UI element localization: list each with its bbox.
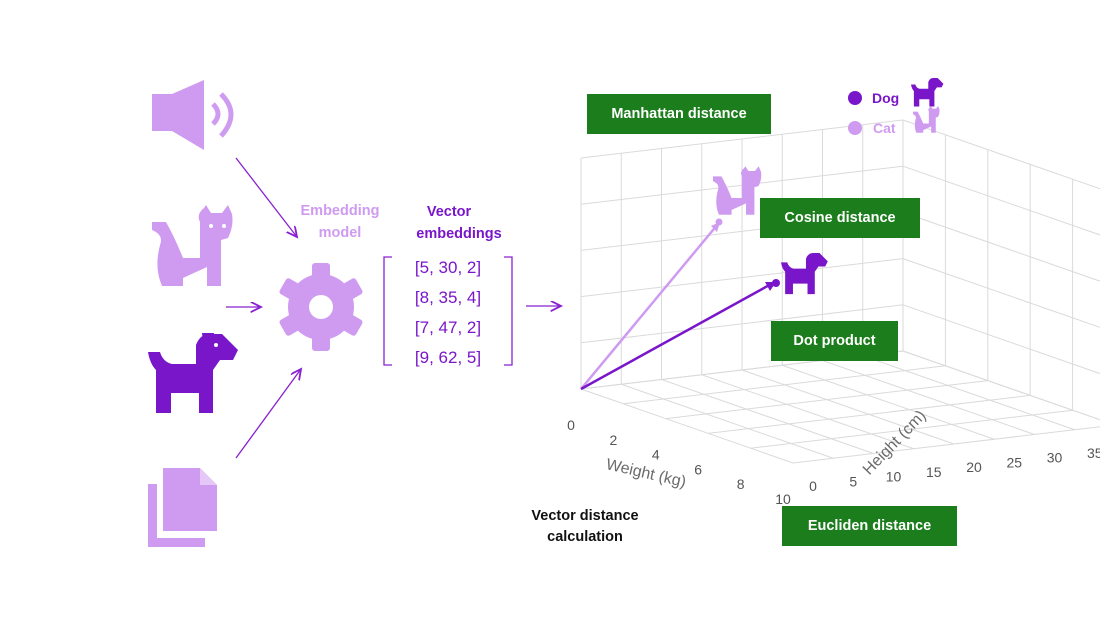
legend-dog-marker xyxy=(848,91,862,105)
y-tick-label: 35 xyxy=(1087,445,1100,461)
dot-product-text: Dot product xyxy=(793,333,876,349)
cat-point-icon xyxy=(713,166,762,215)
grid-line-left-z xyxy=(580,258,904,298)
grid-line-back-z xyxy=(902,258,1100,328)
dog-icon xyxy=(148,333,238,413)
manhattan-distance-label: Manhattan distance xyxy=(587,94,771,134)
x-tick-label: 0 xyxy=(567,417,575,433)
grid-line-back-z xyxy=(902,211,1100,282)
grid-line-back-z xyxy=(902,350,1100,421)
speaker-icon xyxy=(152,80,234,150)
manhattan-distance-text: Manhattan distance xyxy=(611,106,747,122)
grid-line-floor-y xyxy=(902,350,1100,421)
embedding-title-1: Embedding xyxy=(301,203,380,219)
x-tick-label: 8 xyxy=(737,476,745,492)
grid-line-floor-y xyxy=(580,388,794,464)
dog-point-icon xyxy=(781,253,828,295)
euclidean-distance-label: Eucliden distance xyxy=(782,506,957,546)
grid-line-back-z xyxy=(902,165,1100,236)
vector-right-bracket xyxy=(504,256,513,366)
cat-vector-line xyxy=(580,223,719,390)
y-tick-label: 5 xyxy=(849,473,857,489)
calc-caption-2: calculation xyxy=(547,529,623,545)
dog-point xyxy=(772,279,780,287)
grid-line-back-z xyxy=(902,304,1100,375)
vector-row: [8, 35, 4] xyxy=(415,288,481,307)
grid-line-floor-y xyxy=(701,374,914,450)
dot-product-label: Dot product xyxy=(771,321,898,361)
grid-line-back-z xyxy=(902,119,1100,190)
vector-space-3d-chart: 02468100510152025303540012345 Weight (kg… xyxy=(567,119,1100,507)
legend-cat-label: Cat xyxy=(873,120,896,136)
x-tick-label: 2 xyxy=(610,432,618,448)
legend-dog-icon xyxy=(911,78,944,107)
x-tick-label: 10 xyxy=(775,491,791,507)
vector-title-1: Vector xyxy=(427,204,472,220)
cosine-distance-label: Cosine distance xyxy=(760,198,920,238)
grid-line-floor-y xyxy=(782,364,995,440)
x-axis-label: Weight (kg) xyxy=(604,456,687,491)
vector-title-2: embeddings xyxy=(416,226,501,242)
y-tick-label: 30 xyxy=(1047,450,1063,466)
vector-row: [9, 62, 5] xyxy=(415,348,481,367)
dog-vector-line xyxy=(580,281,774,391)
legend-cat-marker xyxy=(848,121,862,135)
cosine-distance-text: Cosine distance xyxy=(784,210,896,226)
euclidean-distance-text: Eucliden distance xyxy=(807,518,932,534)
gear-icon xyxy=(279,263,363,351)
arrow-speaker-to-model xyxy=(235,157,297,237)
grid-line-floor-y xyxy=(822,360,1035,435)
chart-grid xyxy=(580,119,1100,464)
calc-caption-1: Vector distance xyxy=(531,508,638,524)
y-tick-label: 20 xyxy=(966,459,982,475)
cat-icon xyxy=(152,205,233,286)
grid-line-floor-y xyxy=(741,369,955,445)
x-tick-label: 4 xyxy=(652,447,660,463)
vector-row: [7, 47, 2] xyxy=(415,318,481,337)
chart-legend: Dog Cat xyxy=(848,78,944,136)
legend-dog-label: Dog xyxy=(872,90,899,106)
y-tick-label: 15 xyxy=(926,464,942,480)
y-tick-label: 0 xyxy=(809,478,817,494)
grid-line-left-z xyxy=(580,304,904,344)
document-icon xyxy=(148,468,217,547)
grid-line-floor-y xyxy=(661,379,874,454)
cat-point xyxy=(715,218,723,226)
vector-left-bracket xyxy=(383,256,392,366)
legend-cat-icon xyxy=(913,106,940,133)
grid-line-floor-y xyxy=(621,383,834,459)
arrow-doc-to-model xyxy=(235,369,301,459)
x-tick-label: 6 xyxy=(694,461,702,477)
chart-ticks: 02468100510152025303540012345 xyxy=(567,417,1100,507)
y-tick-label: 10 xyxy=(886,469,902,485)
grid-line-floor-y xyxy=(862,355,1075,431)
embedding-title-2: model xyxy=(319,225,362,241)
vector-row: [5, 30, 2] xyxy=(415,258,481,277)
y-tick-label: 25 xyxy=(1006,454,1022,470)
